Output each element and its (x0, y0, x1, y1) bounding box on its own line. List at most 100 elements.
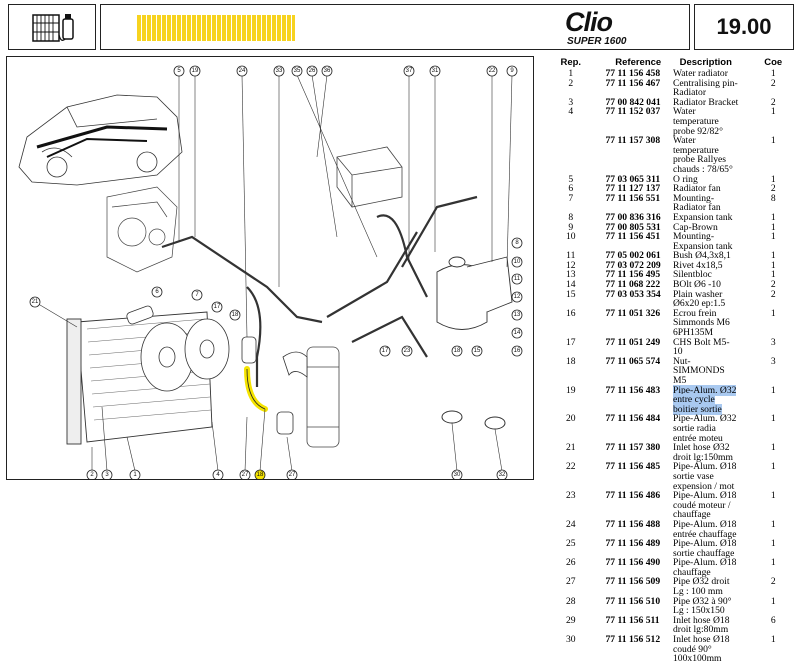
part-qty: 3 (740, 338, 800, 357)
part-reference: 77 11 156 509 (605, 577, 673, 596)
part-reference: 77 11 156 512 (605, 635, 673, 664)
part-description: Centralising pin-Radiator (672, 79, 740, 98)
part-qty: 3 (740, 357, 800, 386)
part-qty: 1 (740, 597, 800, 616)
part-qty: 1 (740, 443, 800, 462)
part-description: Nut-SIMMONDS M5 (672, 357, 740, 386)
part-qty: 2 (740, 280, 800, 290)
part-rep: 2 (537, 79, 605, 98)
part-rep: 18 (537, 357, 605, 386)
svg-text:13: 13 (514, 312, 521, 318)
callout-35: 35 (292, 66, 302, 76)
part-description: Plain washer Ø6x20 ep:1.5 (672, 290, 740, 309)
part-reference: 77 11 157 308 (605, 136, 673, 174)
page-number-box: 19.00 (694, 4, 794, 50)
part-rep: 16 (537, 309, 605, 338)
part-rep: 4 (537, 107, 605, 136)
callout-9: 9 (507, 66, 517, 76)
part-description: Pipe-Alum. Ø18 sortie chauffage (672, 539, 740, 558)
part-qty: 2 (740, 577, 800, 596)
part-qty: 1 (740, 386, 800, 415)
callout-11: 11 (512, 274, 522, 284)
part-description: Water temperature probe Rallyes chauds :… (672, 136, 740, 174)
part-qty: 1 (740, 261, 800, 271)
part-qty: 1 (740, 251, 800, 261)
part-rep: 29 (537, 616, 605, 635)
part-rep: 22 (537, 462, 605, 491)
callout-27b: 27 (287, 470, 297, 479)
brand-logo: Clio SUPER 1600 (559, 9, 679, 47)
part-rep: 15 (537, 290, 605, 309)
part-rep: 10 (537, 232, 605, 251)
callout-33: 33 (274, 66, 284, 76)
svg-text:27: 27 (242, 472, 249, 478)
exploded-diagram: 5 19 24 33 35 26 36 37 31 22 9 8 10 11 1… (6, 56, 534, 480)
callout-37: 37 (404, 66, 414, 76)
callout-30: 30 (452, 470, 462, 479)
svg-text:11: 11 (514, 276, 521, 282)
part-reference: 77 11 156 485 (605, 462, 673, 491)
svg-text:35: 35 (294, 68, 301, 74)
svg-text:27: 27 (289, 472, 296, 478)
part-rep: 26 (537, 558, 605, 577)
svg-text:18: 18 (232, 312, 239, 318)
svg-text:17: 17 (382, 348, 389, 354)
svg-text:10: 10 (514, 259, 521, 265)
header-title-box: Clio SUPER 1600 (100, 4, 690, 50)
part-qty: 1 (740, 223, 800, 233)
callout-1: 1 (130, 470, 140, 479)
part-qty: 1 (740, 539, 800, 558)
part-qty: 2 (740, 290, 800, 309)
part-qty: 8 (740, 194, 800, 213)
part-reference: 77 11 156 483 (605, 386, 673, 415)
part-rep: 27 (537, 577, 605, 596)
callout-27: 27 (240, 470, 250, 479)
part-description: Pipe-Alum. Ø18 chauffage (672, 558, 740, 577)
part-description: Inlet hose Ø18 droit lg:80mm (672, 616, 740, 635)
part-qty: 1 (740, 491, 800, 520)
part-rep: 24 (537, 520, 605, 539)
parts-table-header: Rep. Reference Description Coe (537, 56, 800, 69)
part-qty: 1 (740, 107, 800, 136)
svg-text:32: 32 (499, 472, 506, 478)
part-reference: 77 11 156 510 (605, 597, 673, 616)
part-qty: 1 (740, 520, 800, 539)
part-rep: 30 (537, 635, 605, 664)
part-description: Mounting-Expansion tank (672, 232, 740, 251)
callout-23: 17 (380, 346, 390, 356)
part-reference: 77 11 156 467 (605, 79, 673, 98)
